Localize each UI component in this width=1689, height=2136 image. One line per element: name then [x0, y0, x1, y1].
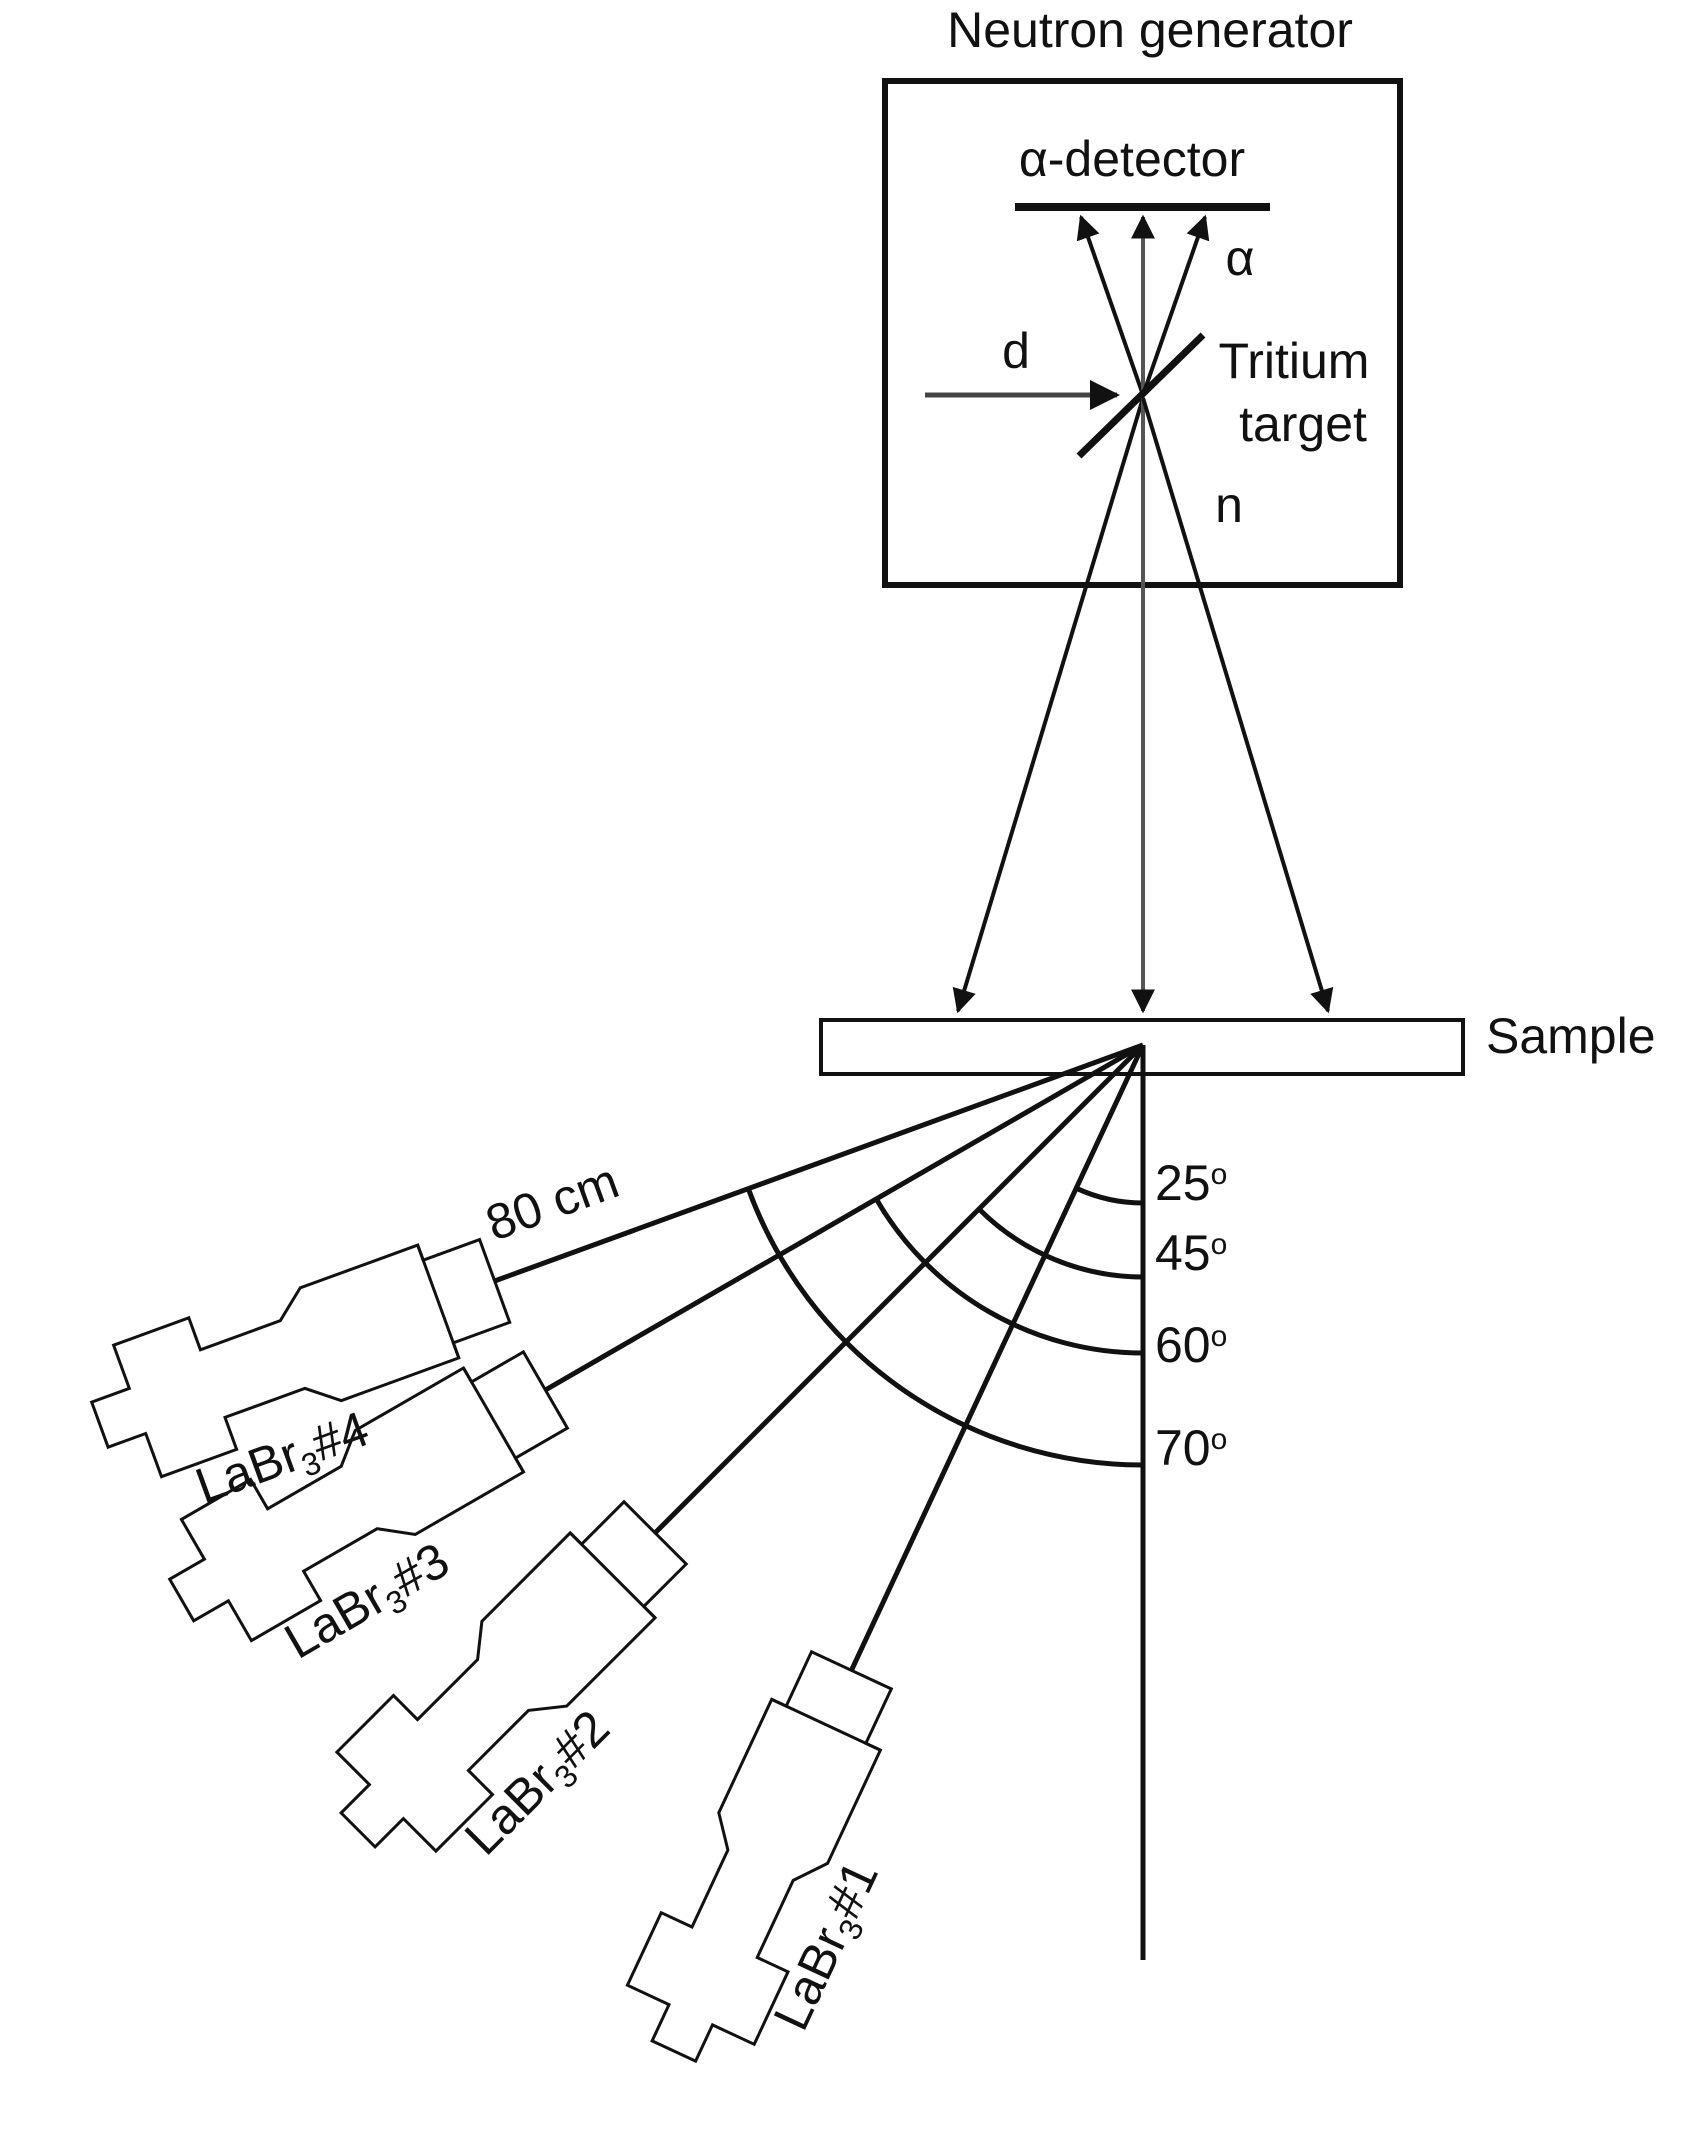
- angle-value: 25: [1155, 1155, 1211, 1211]
- detector-crystal-divider: [462, 1367, 525, 1473]
- angle-arc-70: [745, 1187, 1144, 1468]
- alpha-arrow-right: [1141, 214, 1210, 396]
- angle-degree-sign: o: [1211, 1320, 1228, 1353]
- alpha-detector-label: α-detector: [1019, 131, 1245, 187]
- alpha-arrow-left: [1076, 214, 1145, 396]
- detector-outline: [89, 1237, 512, 1479]
- detector-beam-2: [653, 1043, 1145, 1535]
- alpha-label: α: [1226, 230, 1255, 286]
- angle-value: 70: [1155, 1420, 1211, 1476]
- detector-crystal-divider: [416, 1244, 461, 1359]
- detector-beam-4: [493, 1042, 1144, 1284]
- labr3-detector-1: LaBr3#1: [625, 1649, 894, 2064]
- detector-crystal-divider: [569, 1531, 657, 1619]
- tritium-label-line1: Tritium: [1219, 333, 1370, 389]
- detector-beam-1: [849, 1043, 1146, 1672]
- angle-label-70: 70o: [1155, 1420, 1227, 1476]
- angle-label-45: 45o: [1155, 1225, 1227, 1281]
- angle-value: 60: [1155, 1317, 1211, 1373]
- detector-outline: [334, 1499, 689, 1854]
- neutron-arrow-left: [952, 397, 1145, 1014]
- tritium-target: [1076, 332, 1206, 459]
- angle-arc-25: [1075, 1185, 1144, 1206]
- angle-arc-45: [977, 1207, 1144, 1280]
- angle-label-25: 25o: [1155, 1155, 1227, 1211]
- generator-title: Neutron generator: [947, 2, 1353, 58]
- tritium-label-line2: target: [1239, 396, 1367, 452]
- angle-arc-60: [874, 1197, 1144, 1356]
- detector-crystal-divider: [771, 1698, 882, 1752]
- distance-label: 80 cm: [479, 1152, 626, 1251]
- angle-degree-sign: o: [1211, 1423, 1228, 1456]
- deuteron-label: d: [1002, 323, 1030, 379]
- angle-degree-sign: o: [1211, 1228, 1228, 1261]
- neutron-arrow-right: [1141, 397, 1334, 1014]
- angle-label-60: 60o: [1155, 1317, 1227, 1373]
- angle-degree-sign: o: [1211, 1158, 1228, 1191]
- detector-beam-3: [544, 1042, 1145, 1393]
- angle-value: 45: [1155, 1225, 1211, 1281]
- neutron-label: n: [1215, 477, 1243, 533]
- sample-label: Sample: [1486, 1008, 1656, 1064]
- detector-outline: [167, 1349, 570, 1643]
- detector-outline: [625, 1649, 894, 2064]
